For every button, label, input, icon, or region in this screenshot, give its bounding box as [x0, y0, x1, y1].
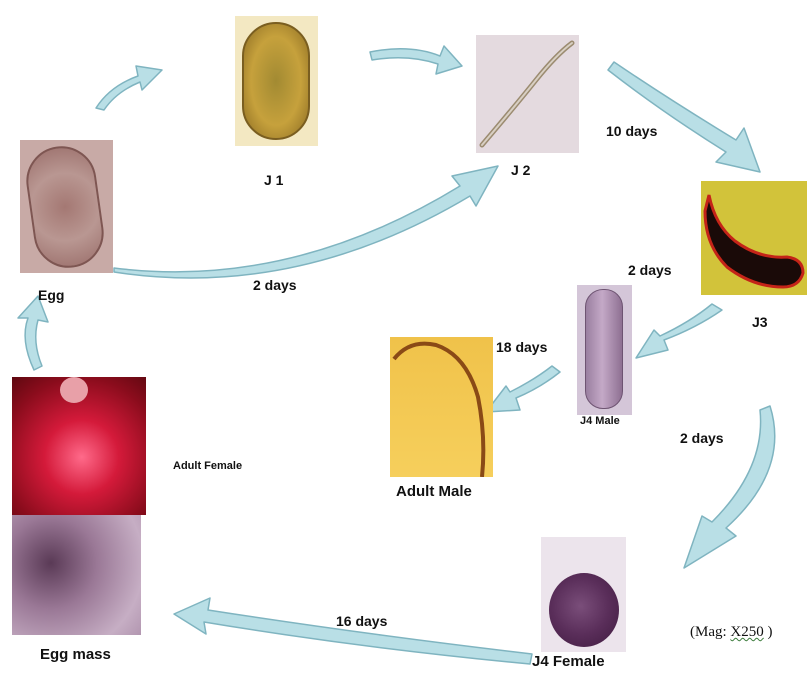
arrow-egg-mass-to-egg — [18, 296, 48, 370]
j4-female-photo — [541, 537, 626, 652]
magnification-note: (Mag: X250 ) — [690, 624, 773, 641]
magnification-prefix: (Mag: — [690, 624, 730, 640]
j4-female-label: J4 Female — [532, 653, 605, 670]
adult-female-label: Adult Female — [173, 460, 242, 472]
arrow-j4-male-to-adult-male — [486, 366, 560, 412]
duration-j2-to-j3: 10 days — [606, 123, 657, 139]
j1-photo — [235, 16, 318, 146]
j4-male-photo — [577, 285, 632, 415]
j4-male-label: J4 Male — [580, 415, 620, 427]
arrow-egg-to-j1 — [96, 66, 162, 110]
j2-label: J 2 — [511, 162, 530, 178]
arrow-j4-female-to-adult-female — [174, 598, 532, 664]
duration-egg-to-j2: 2 days — [253, 277, 297, 293]
j1-label: J 1 — [264, 172, 283, 188]
duration-j3-to-j4-male: 2 days — [628, 262, 672, 278]
j3-photo — [701, 181, 807, 295]
duration-j3-to-j4-female: 2 days — [680, 430, 724, 446]
egg-mass-photo — [12, 515, 141, 635]
egg-label: Egg — [38, 287, 64, 303]
adult-male-photo — [390, 337, 493, 477]
adult-male-label: Adult Male — [396, 483, 472, 500]
j3-label: J3 — [752, 314, 768, 330]
duration-j4-female-to-adult-female: 16 days — [336, 613, 387, 629]
egg-photo — [20, 140, 113, 273]
arrow-j2-to-j3 — [608, 62, 760, 172]
adult-female-photo — [12, 377, 146, 515]
arrow-egg-to-j2 — [114, 166, 498, 278]
magnification-value: X250 — [730, 624, 763, 640]
duration-j4-male-to-adult-male: 18 days — [496, 339, 547, 355]
j2-photo — [476, 35, 579, 153]
arrow-j1-to-j2 — [370, 46, 462, 74]
magnification-suffix: ) — [764, 624, 773, 640]
egg-mass-label: Egg mass — [40, 646, 111, 663]
arrow-j3-to-j4-male — [636, 304, 722, 358]
